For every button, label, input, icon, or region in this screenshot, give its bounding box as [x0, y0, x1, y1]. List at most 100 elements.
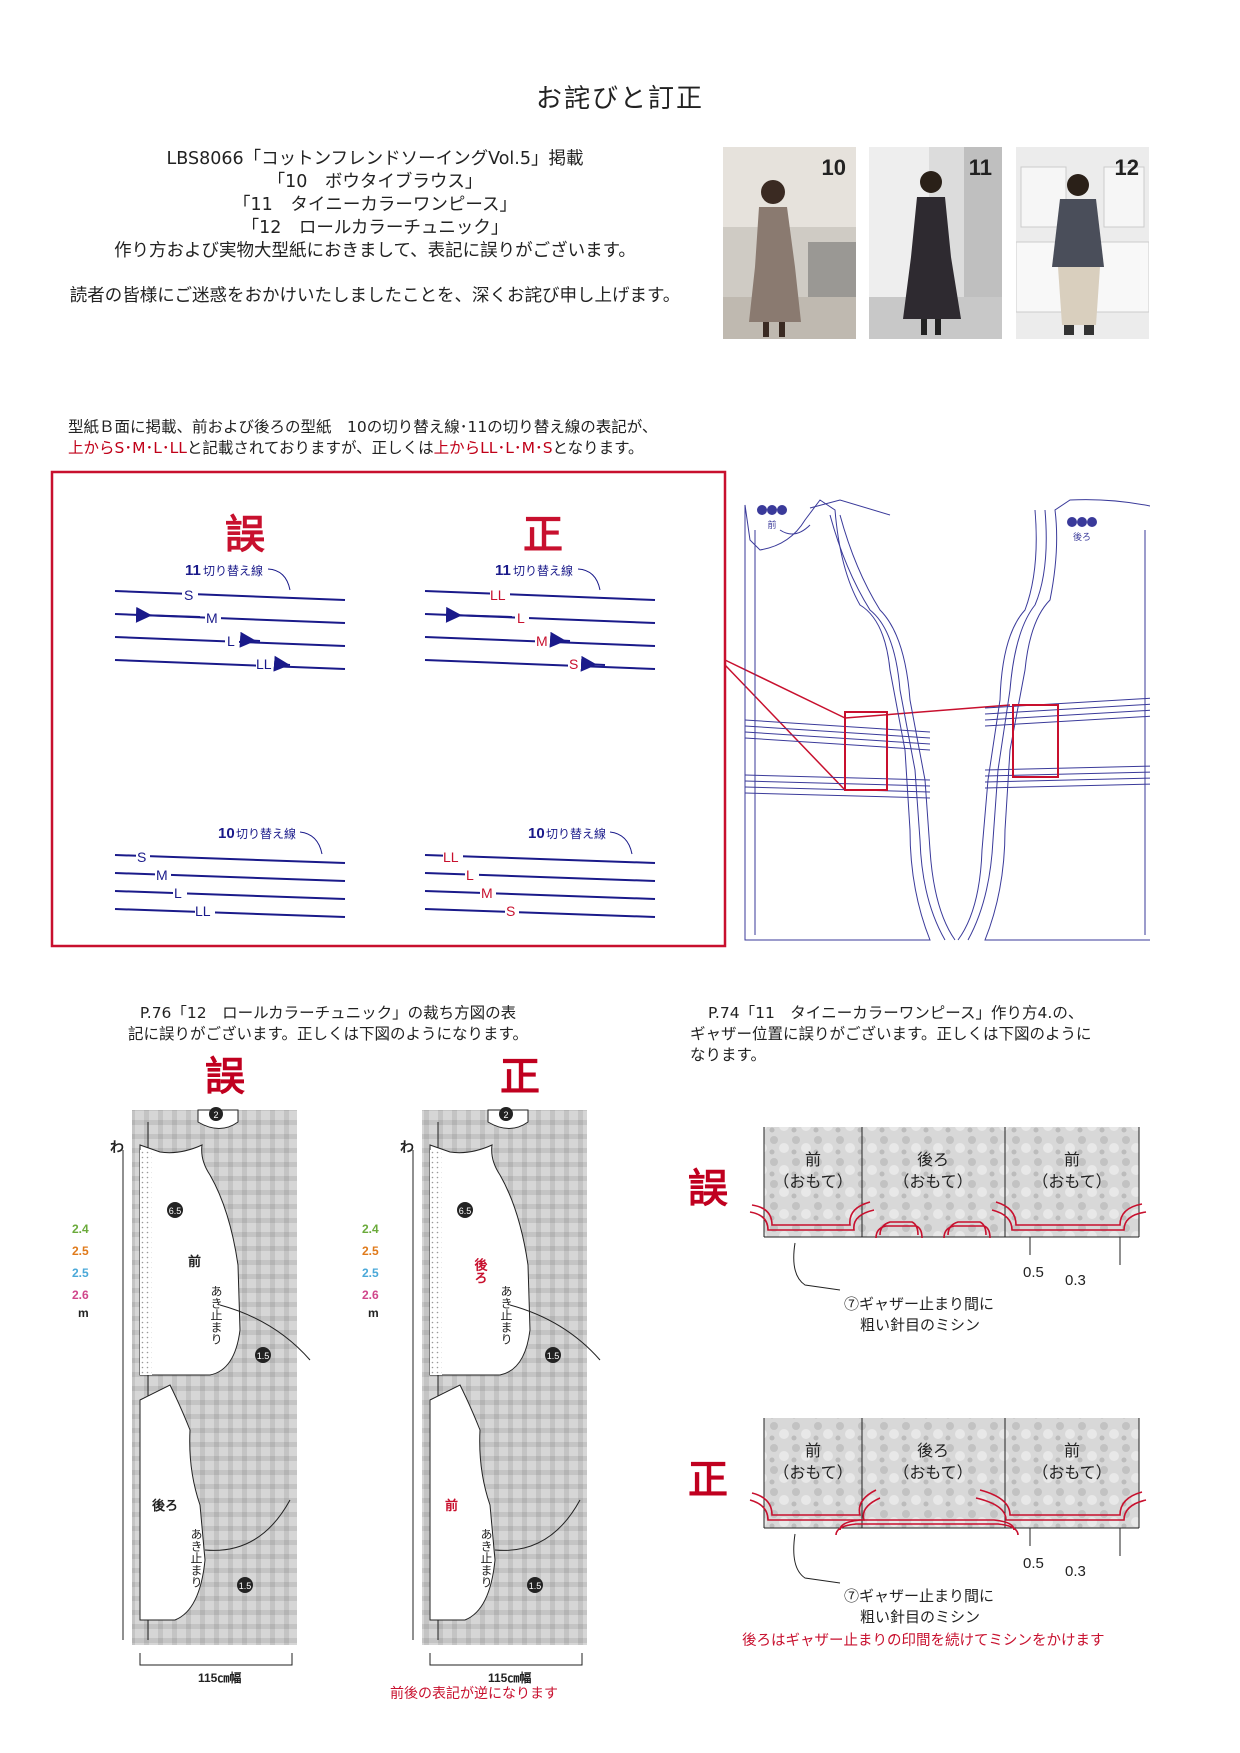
opening-label: あき止まり: [189, 1528, 203, 1588]
page-title: お詫びと訂正: [535, 84, 704, 114]
mark: LL: [195, 903, 211, 919]
intro-line: 「12 ロールカラーチュニック」: [241, 218, 509, 238]
intro-line: LBS8066「コットンフレンドソーイングVol.5」掲載: [166, 149, 584, 169]
intro-text: LBS8066「コットンフレンドソーイングVol.5」掲載 「10 ボウタイブラ…: [30, 148, 720, 308]
section3-line2: ギャザー位置に誤りがございます。正しくは下図のように: [690, 1025, 1092, 1043]
yardage: 2.4: [72, 1222, 89, 1236]
correction-box: [50, 470, 727, 948]
gather-note1: ⑦ギャザー止まり間に: [844, 1296, 994, 1313]
pattern-front-label: 前: [767, 519, 776, 530]
wrong-label: 誤: [688, 1167, 728, 1211]
yardage: 2.4: [362, 1222, 379, 1236]
section2-diagram: 誤 正 わ 2 6.5 前 あき止まり 1.5 後ろ あき止まり 1.5 2.4…: [72, 1055, 601, 1700]
highlight-front: [844, 711, 888, 791]
wrong-label: 誤: [205, 1055, 245, 1099]
section2-footnote: 前後の表記が逆になります: [390, 1685, 558, 1700]
line11-text: 切り替え線: [513, 563, 573, 578]
yardage-unit: m: [78, 1306, 89, 1320]
measure-05: 0.5: [1023, 1555, 1044, 1572]
width-label: 115㎝幅: [488, 1670, 531, 1685]
piece-label: 後ろ: [152, 1498, 178, 1513]
piece-label: 前: [188, 1254, 201, 1269]
correct-gather-stitches: [749, 1489, 1147, 1536]
seam-badge: 6.5: [459, 1206, 472, 1216]
section3-diagram: 誤 前 （おもて） 後ろ （おもて） 前 （おもて） 0.5 0.3 ⑦ギャザー…: [688, 1127, 1147, 1649]
red-text: 上から: [433, 439, 481, 457]
opening-label: あき止まり: [499, 1285, 513, 1345]
section1-diagram: 誤 正 11 切り替え線 S M L LL 11 切り替え線 LL L: [50, 470, 1150, 948]
section1-line2: 上からS･M･L･LLと記載されておりますが、正しくは上からLL･L･M･Sとな…: [68, 438, 748, 459]
correct-label: 正: [523, 513, 563, 557]
yardage: 2.6: [72, 1288, 89, 1302]
fold-label: わ: [110, 1139, 124, 1155]
piece-label: 前: [445, 1498, 458, 1513]
seam-badge: 1.5: [257, 1351, 270, 1361]
panel-side: （おもて）: [773, 1464, 852, 1482]
panel-name: 前: [805, 1442, 821, 1460]
measure-05: 0.5: [1023, 1264, 1044, 1281]
apology-line: 読者の皆様にご迷惑をおかけいたしましたことを、深くお詫び申し上げます。: [69, 286, 681, 306]
opening-label: あき止まり: [479, 1528, 493, 1588]
highlight-back: [1012, 704, 1059, 778]
plain-text: となります。: [552, 439, 644, 457]
intro-line: 「10 ボウタイブラウス」: [267, 172, 483, 192]
photo-10: 10: [723, 147, 856, 339]
correct-gather-diagram: 前 （おもて） 後ろ （おもて） 前 （おもて） 0.5 0.3 ⑦ギャザー止ま…: [749, 1418, 1147, 1626]
gather-note1: ⑦ギャザー止まり間に: [844, 1588, 994, 1605]
panel-side: （おもて）: [893, 1173, 972, 1191]
section1-text: 型紙Ｂ面に掲載、前および後ろの型紙 10の切り替え線･11の切り替え線の表記が、…: [68, 417, 748, 459]
section2-text: P.76「12 ロールカラーチュニック」の裁ち方図の表 記に誤りがございます。正…: [88, 1003, 568, 1045]
yardage: 2.5: [362, 1266, 379, 1280]
section2-line2: 記に誤りがございます。正しくは下図のようになります。: [128, 1025, 528, 1043]
pattern-back-label: 後ろ: [1073, 531, 1091, 542]
correct-label: 正: [688, 1458, 728, 1502]
red-text: 上から: [68, 439, 115, 457]
wrong-10-group: 10 切り替え線 S M L LL: [114, 825, 346, 919]
seam-badge: 1.5: [239, 1581, 252, 1591]
wrong-11-group: 11 切り替え線 S M L LL: [114, 562, 346, 672]
panel-name: 前: [1064, 1442, 1080, 1460]
mark: S: [506, 903, 515, 919]
seam-badge: 2: [503, 1110, 508, 1120]
mark: S: [137, 849, 146, 865]
line11-text: 切り替え線: [203, 563, 263, 578]
mark: S: [184, 587, 193, 603]
section3-line3: なります。: [690, 1046, 766, 1064]
opening-label: あき止まり: [209, 1285, 223, 1345]
gather-note2: 粗い針目のミシン: [860, 1609, 980, 1626]
pattern-front: [744, 499, 956, 941]
measure-03: 0.3: [1065, 1272, 1086, 1289]
seam-badge: 6.5: [169, 1206, 182, 1216]
yardage: 2.6: [362, 1288, 379, 1302]
red-text: S･M･L･LL: [114, 439, 187, 457]
mark: M: [536, 633, 548, 649]
width-label: 115㎝幅: [198, 1670, 241, 1685]
photo-number: 11: [968, 155, 992, 180]
mark: L: [466, 867, 474, 883]
photo-11: 11: [869, 147, 1002, 339]
panel-name: 前: [1064, 1151, 1080, 1169]
seam-badge: 2: [213, 1110, 218, 1120]
panel-name: 後ろ: [917, 1151, 949, 1169]
yardage: 2.5: [72, 1266, 89, 1280]
pattern-back: [957, 499, 1150, 941]
fold-label: わ: [400, 1139, 414, 1155]
line11-num: 11: [185, 562, 201, 579]
mark: L: [227, 633, 235, 649]
section3-text: P.74「11 タイニーカラーワンピース」作り方4.の、 ギャザー位置に誤りがご…: [690, 1003, 1170, 1066]
wrong-label: 誤: [225, 513, 265, 557]
correct-10-group: 10 切り替え線 LL L M S: [424, 825, 656, 919]
panel-side: （おもて）: [1032, 1173, 1111, 1191]
photo-12: 12: [1016, 147, 1149, 339]
model-photo-10: [723, 147, 856, 339]
correct-label: 正: [500, 1055, 540, 1099]
yardage: 2.5: [362, 1244, 379, 1258]
wrong-gather-stitches: [749, 1201, 1147, 1239]
wrong-gather-diagram: 前 （おもて） 後ろ （おもて） 前 （おもて） 0.5 0.3 ⑦ギャザー止ま…: [749, 1127, 1147, 1334]
seam-badge: 1.5: [547, 1351, 560, 1361]
photo-number: 10: [821, 155, 846, 180]
seam-badge: 1.5: [529, 1581, 542, 1591]
mark: LL: [490, 587, 506, 603]
measure-03: 0.3: [1065, 1563, 1086, 1580]
line10-num: 10: [528, 825, 545, 842]
